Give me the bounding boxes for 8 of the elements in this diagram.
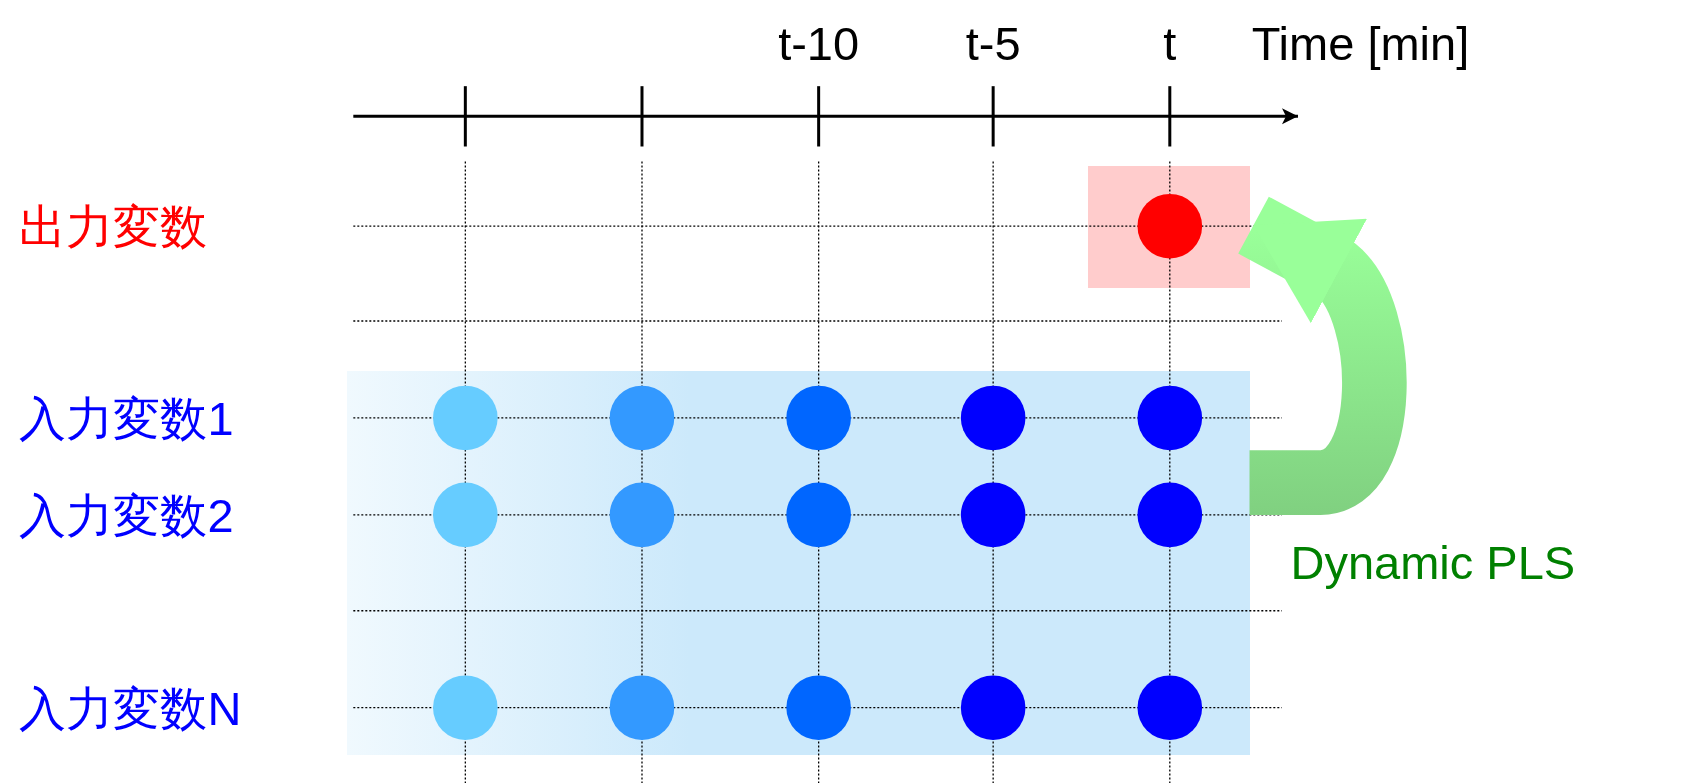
tick-label: t-5 <box>965 19 1021 67</box>
row-label: 入力変数2 <box>19 491 234 539</box>
row-label: 出力変数 <box>19 202 208 250</box>
tick-label: t-10 <box>778 19 860 67</box>
row-label: 入力変数1 <box>19 394 234 442</box>
curved-arrow <box>1238 196 1407 515</box>
row-label: 入力変数N <box>19 684 242 732</box>
tick-label: t <box>1163 19 1177 67</box>
